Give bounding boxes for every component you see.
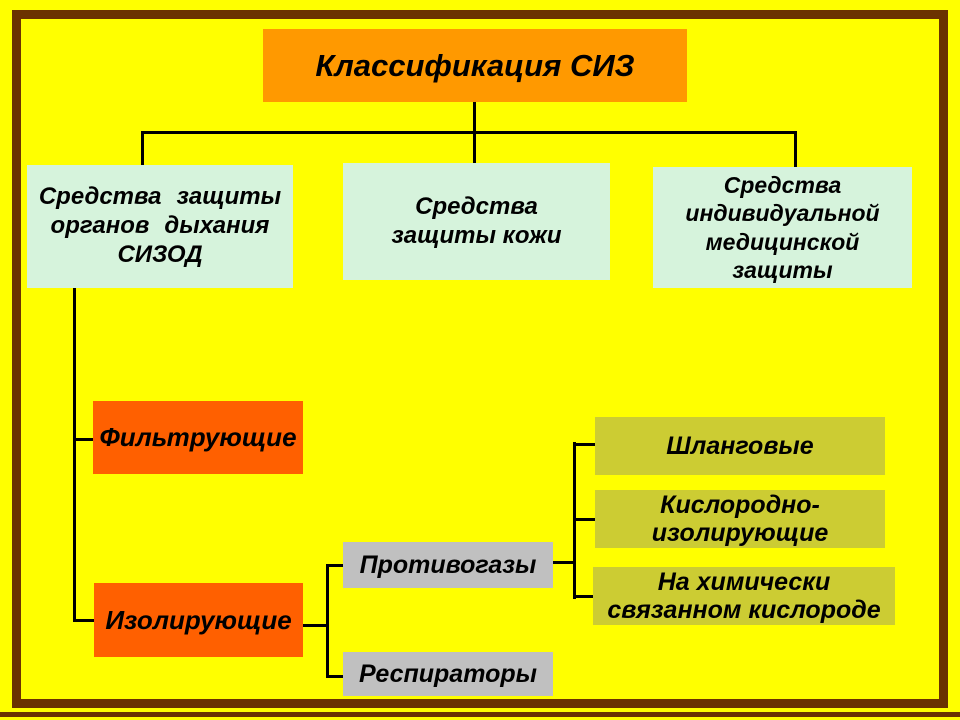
node-sizod: Средства защиты органов дыхания СИЗОД <box>27 165 293 288</box>
node-gas-masks: Противогазы <box>343 542 553 588</box>
node-sizod-line: СИЗОД <box>117 240 203 268</box>
connector-chemical-tick <box>573 595 594 598</box>
node-filtering-label: Фильтрующие <box>99 422 297 452</box>
node-skin-protection: Средства защиты кожи <box>343 163 610 280</box>
node-isolating-label: Изолирующие <box>105 604 292 635</box>
node-sizod-line: органов дыхания <box>50 212 270 240</box>
connector-sizod-vertical <box>73 288 76 622</box>
node-chemical-line: На химически <box>657 568 831 596</box>
node-hose: Шланговые <box>595 417 885 475</box>
node-skin-line: Средства <box>415 192 538 220</box>
node-chemical-line: связанном кислороде <box>607 596 881 624</box>
connector-level1-left-drop <box>141 131 144 166</box>
node-medical: Средства индивидуальной медицинской защи… <box>653 167 912 288</box>
connector-isolating-tick <box>73 619 96 622</box>
node-medical-line: индивидуальной <box>685 200 880 227</box>
node-title-label: Классификация СИЗ <box>315 47 635 83</box>
node-respirators-label: Респираторы <box>359 659 537 688</box>
node-medical-line: защиты <box>732 256 833 283</box>
slide-frame <box>12 10 948 708</box>
node-title: Классификация СИЗ <box>263 29 687 102</box>
connector-isolating-out <box>303 624 328 627</box>
connector-level1-right-drop <box>794 131 797 168</box>
node-oxygen-line: Кислородно- <box>660 491 820 519</box>
connector-devices-vertical <box>326 564 329 678</box>
node-medical-line: Средства <box>723 172 842 199</box>
connector-filtering-tick <box>73 438 94 441</box>
node-chemical-oxygen: На химически связанном кислороде <box>593 567 895 625</box>
node-respirators: Респираторы <box>343 652 553 696</box>
connector-hose-tick <box>573 443 595 446</box>
node-filtering: Фильтрующие <box>93 401 303 474</box>
connector-gasmasks-out <box>553 561 575 564</box>
node-medical-line: медицинской <box>705 228 860 255</box>
node-oxygen-line: изолирующие <box>651 519 829 547</box>
node-skin-line: защиты кожи <box>391 221 562 249</box>
connector-oxygen-tick <box>573 518 595 521</box>
connector-respirators-tick <box>326 675 344 678</box>
node-sizod-line: Средства защиты <box>38 183 282 211</box>
bottom-rule <box>0 712 960 717</box>
node-gas-masks-label: Противогазы <box>359 550 537 579</box>
connector-gasmasks-tick <box>326 564 344 567</box>
node-hose-label: Шланговые <box>666 432 814 460</box>
connector-level1-horizontal <box>141 131 797 134</box>
node-oxygen-isolating: Кислородно- изолирующие <box>595 490 885 548</box>
node-isolating: Изолирующие <box>94 583 303 657</box>
